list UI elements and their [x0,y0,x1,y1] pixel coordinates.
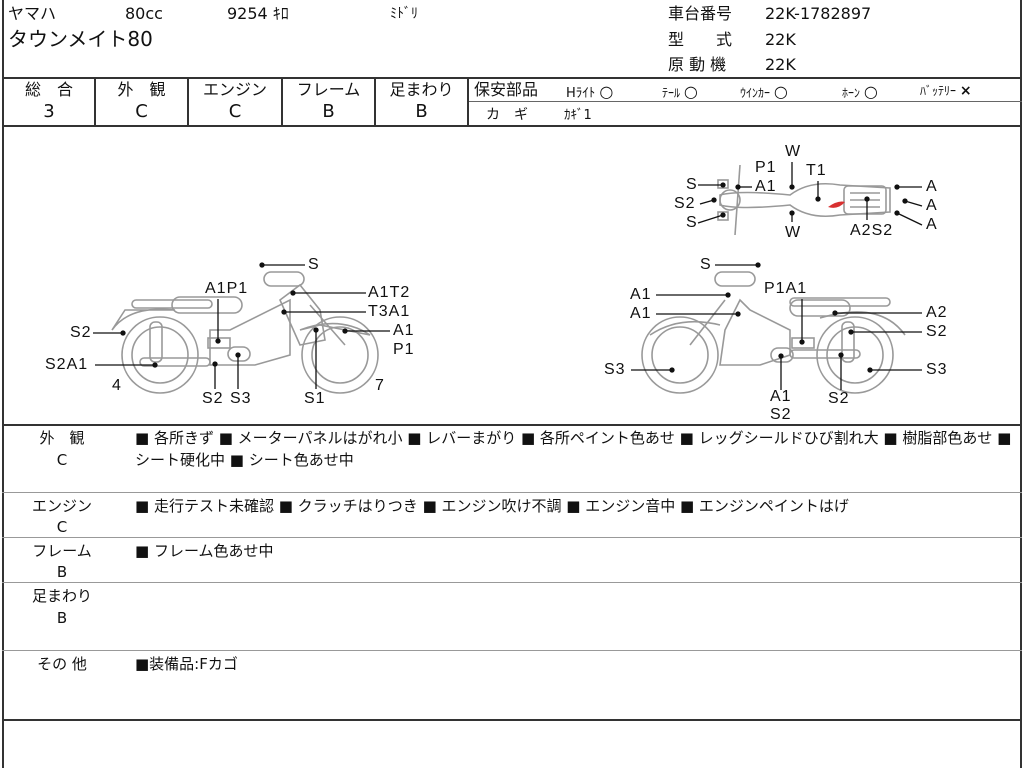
chassis-label: 車台番号 [668,4,733,23]
diagram-label: S2 [926,323,948,340]
remark-text: ■ 走行テスト未確認 ■ クラッチはりつき ■ エンジン吹け不調 ■ エンジン音… [135,497,849,515]
grade-label: 総 合 [24,80,73,99]
safety-title: 保安部品 [474,80,539,99]
divider [374,77,376,126]
diagram-label: A1 [630,286,652,303]
divider [281,77,283,126]
diagram-label: A1P1 [205,280,249,297]
divider [2,492,1022,493]
remark-text: ■ 各所きず ■ メーターパネルはがれ小 ■ レバーまがり ■ 各所ペイント色あ… [135,429,1012,469]
right-side-bike-icon [641,271,906,394]
mileage: 9254 ｷﾛ [227,4,289,23]
grade-value: 3 [43,101,55,122]
diagram-label: S [686,176,698,193]
remark-name: その 他 [37,655,87,673]
model-name: タウンメイト80 [8,27,153,51]
safety-tail: ﾃｰﾙ ○ [662,82,698,101]
grade-value: C [135,101,148,122]
diagram-label: S3 [926,361,948,378]
diagram-label: S [686,214,698,231]
key-value: ｶｷﾞ1 [564,108,592,123]
type-value: 22K [765,30,796,49]
remark-grade: C [56,518,68,536]
safety-headlight: Hﾗｲﾄ ○ [566,82,614,101]
remark-grade: B [56,563,68,581]
diagram-label: A [926,197,938,214]
diagram-label: A1 [393,322,415,339]
remark-grade: C [56,451,68,469]
motorcycle-diagram [93,162,923,394]
diagram-label: S2 [770,406,792,423]
diagram-label: A [926,178,938,195]
divider [467,77,469,126]
diagram-label: S1 [304,390,326,407]
remark-name: 外 観 [39,429,85,447]
diagram-label: A1T2 [368,284,411,301]
diagram-label: S2 [70,324,92,341]
remark-grade: B [56,609,68,627]
diagram-label: S3 [604,361,626,378]
diagram-label: 4 [112,377,122,394]
diagram-label: P1A1 [764,280,808,297]
divider [2,77,1022,79]
remark-name: フレーム [32,542,92,560]
divider [187,77,189,126]
diagram-label: T1 [806,162,827,179]
divider [469,101,1022,102]
grade-label: エンジン [202,80,267,99]
diagram-label: A2 [926,304,948,321]
diagram-label: A1 [755,178,777,195]
diagram-label: S2 [828,390,850,407]
chassis-value: 22K-1782897 [765,4,872,23]
safety-horn: ﾎｰﾝ ○ [842,82,878,101]
engine-label: 原 動 機 [668,55,727,74]
grade-label: 外 観 [117,80,166,99]
grade-value: B [415,101,428,122]
diagram-label: A2S2 [850,222,894,239]
safety-battery: ﾊﾞｯﾃﾘｰ × [920,83,972,99]
diagram-label: S [308,256,320,273]
diagram-label: S2A1 [45,356,89,373]
displacement: 80cc [125,4,163,23]
divider [2,582,1022,583]
color: ﾐﾄﾞﾘ [390,6,418,22]
diagram-label: A [926,216,938,233]
remark-name: エンジン [31,497,92,515]
diagram-label: S [700,256,712,273]
key-label: カ ギ [486,107,528,123]
maker: ヤマハ [8,4,57,23]
diagram-label: S2 [674,195,696,212]
diagram-label: W [785,143,802,160]
diagram-label: S3 [230,390,252,407]
leader-lines [93,162,923,390]
divider [2,537,1022,538]
grade-label: 足まわり [389,80,454,99]
divider [94,77,96,126]
safety-winker: ｳｲﾝｶｰ ○ [740,82,788,101]
diagram-label: S2 [202,390,224,407]
diagram-label: P1 [393,341,415,358]
diagram-label: W [785,224,802,241]
remark-text: ■ フレーム色あせ中 [135,542,274,560]
damage-mark [828,201,845,208]
diagram-label: P1 [755,159,777,176]
type-label: 型 式 [668,30,733,49]
divider [2,125,1022,127]
remark-text: ■装備品:Fカゴ [135,655,238,673]
grade-value: B [322,101,335,122]
diagram-label: A1 [770,388,792,405]
diagram-label: A1 [630,305,652,322]
divider [2,424,1022,426]
divider [2,650,1022,651]
diagram-label: T3A1 [368,303,411,320]
left-side-bike-icon [111,271,379,394]
engine-value: 22K [765,55,796,74]
remark-name: 足まわり [31,587,92,605]
grade-value: C [228,101,242,122]
diagram-label: 7 [375,377,385,394]
grade-label: フレーム [296,80,361,99]
divider [2,719,1022,721]
